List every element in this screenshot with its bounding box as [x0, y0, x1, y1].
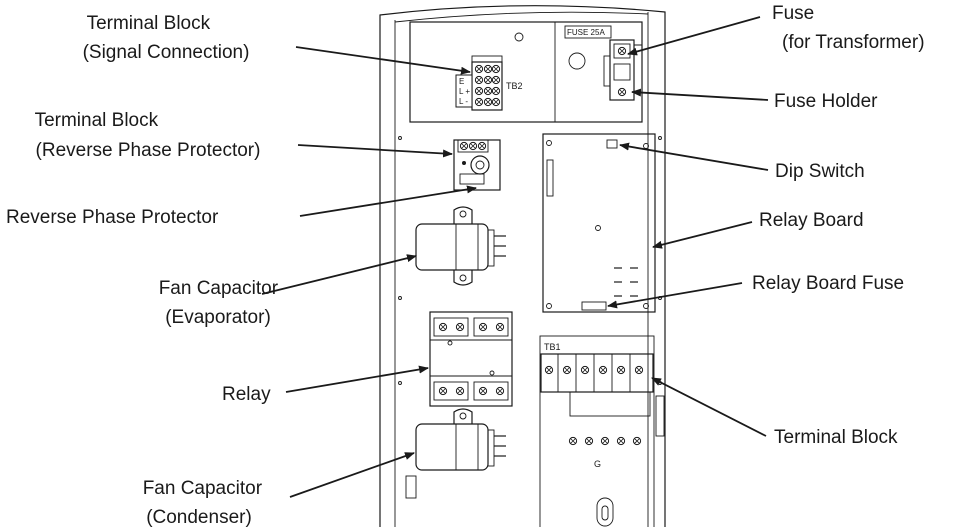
label-fuse-transformer: Fuse (for Transformer)	[772, 3, 925, 53]
tb2-lplus-label: L +	[459, 87, 470, 96]
fan-capacitor-condenser-part	[405, 408, 506, 499]
top-plate	[409, 21, 643, 123]
label-fan-capacitor-evaporator: Fan Capacitor (Evaporator)	[159, 278, 284, 328]
label-relay-board: Relay Board	[759, 210, 864, 231]
fuse-rating-label: FUSE 25A	[567, 28, 605, 37]
tb1-label: TB1	[544, 342, 561, 352]
tb2-lminus-label: L -	[459, 97, 468, 106]
label-terminal-block: Terminal Block	[774, 427, 898, 448]
fuse-holder-part	[603, 39, 643, 101]
fan-capacitor-evaporator-part	[415, 206, 506, 286]
tb2-terminal-block: E L + L - TB2	[455, 55, 523, 111]
relay-part	[429, 311, 513, 407]
reverse-phase-protector-part	[453, 139, 501, 191]
cabinet-outline	[379, 5, 666, 527]
label-dip-switch: Dip Switch	[775, 161, 865, 182]
inner-frame	[394, 11, 649, 527]
tb2-label: TB2	[506, 81, 523, 91]
label-reverse-phase-protector: Reverse Phase Protector	[6, 207, 219, 228]
leader-lines	[261, 16, 769, 498]
label-terminal-block-rpp: Terminal Block (Reverse Phase Protector)	[35, 110, 261, 161]
relay-board-part	[542, 133, 656, 313]
control-panel: FUSE 25A E L + L - TB2	[379, 5, 666, 527]
label-terminal-block-signal: Terminal Block (Signal Connection)	[83, 13, 250, 63]
label-fan-capacitor-condenser: Fan Capacitor (Condenser)	[143, 478, 268, 527]
label-fuse-holder: Fuse Holder	[774, 91, 878, 112]
tb2-e-label: E	[459, 77, 464, 86]
tb1-terminal-block: TB1 G	[539, 335, 665, 527]
callout-labels: Terminal Block (Signal Connection) Termi…	[6, 3, 925, 527]
ground-label: G	[594, 459, 601, 469]
label-relay: Relay	[222, 384, 271, 405]
label-relay-board-fuse: Relay Board Fuse	[752, 273, 904, 294]
